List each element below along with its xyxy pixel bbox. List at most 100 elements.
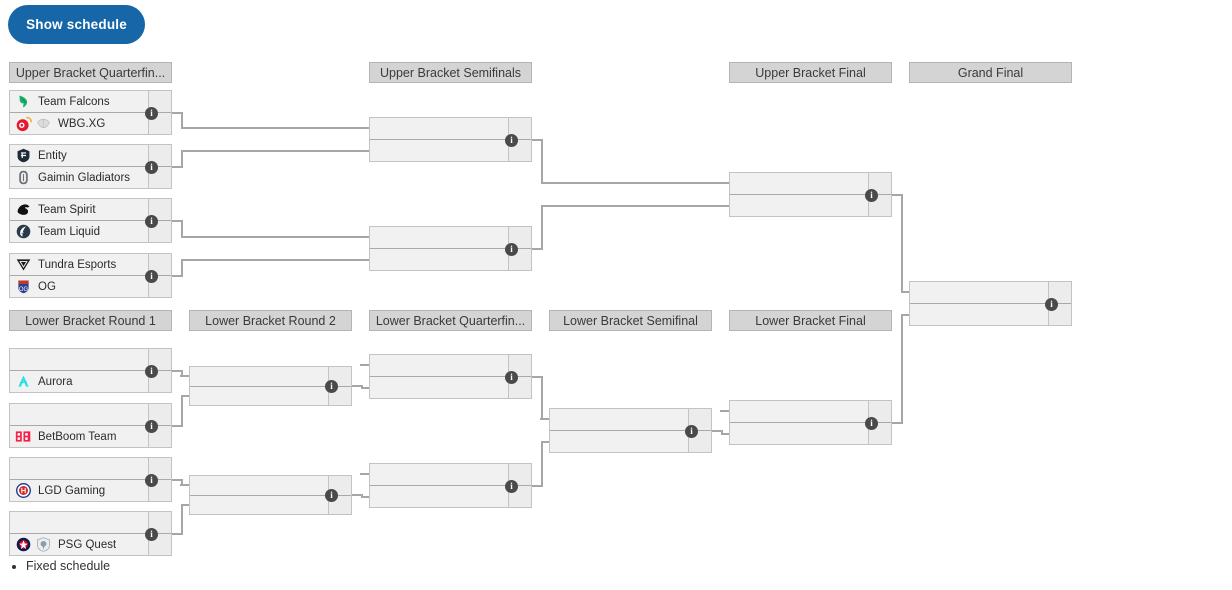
match-info-icon[interactable]: i <box>685 424 698 438</box>
conn-final-gf-in-bottom <box>901 313 909 316</box>
team-logos: OG <box>15 278 32 295</box>
conn-lbqf-lbsf-vert-top <box>541 375 543 421</box>
team-logos <box>15 147 32 164</box>
team-spirit-logo <box>15 201 32 218</box>
match-info-icon[interactable]: i <box>145 214 158 228</box>
lgd-gaming-logo <box>15 482 32 499</box>
conn-ub-drop-lbsf <box>540 418 549 421</box>
team-name: BetBoom Team <box>38 430 117 443</box>
match-info-icon[interactable]: i <box>145 106 158 120</box>
match-info-icon[interactable]: i <box>145 269 158 283</box>
conn-ubsf-ubf-in-top <box>541 182 729 185</box>
match-lbf[interactable]: i <box>729 400 892 445</box>
conn-ubqf12-ubsf1-in-top <box>181 127 369 130</box>
team-logos <box>15 482 32 499</box>
match-info-icon[interactable]: i <box>325 489 338 502</box>
conn-final-gf-stub-top <box>892 193 902 196</box>
round-header-lb-sf: Lower Bracket Semifinal <box>549 310 712 331</box>
conn-lbr1cd-lbr2b-stub-top <box>172 478 182 481</box>
team-name: WBG.XG <box>58 117 106 130</box>
note-item: Fixed schedule <box>26 556 110 576</box>
match-info-icon[interactable]: i <box>145 364 158 378</box>
weibo-logo <box>15 115 32 132</box>
conn-lbr2a-lbqfa-horz <box>361 386 369 389</box>
conn-lbqf-lbsf-in-bottom <box>541 440 549 443</box>
team-logos <box>15 536 52 553</box>
team-name: Gaimin Gladiators <box>38 171 131 184</box>
note-list: Fixed schedule <box>8 556 110 576</box>
match-gf[interactable]: i <box>909 281 1072 326</box>
conn-lbqf-lbsf-vert-bottom <box>541 440 543 487</box>
opponent: Tundra Esports <box>10 256 148 273</box>
conn-ubqf34-ubsf2-in-bottom <box>181 258 369 261</box>
match-lbqfb[interactable]: i <box>369 463 532 508</box>
match-info-icon[interactable]: i <box>865 188 878 202</box>
conn-stub-lbr2b-top <box>180 484 189 486</box>
conn-ubqf12-ubsf1-vert-bottom <box>181 149 183 168</box>
svg-text:OG: OG <box>19 287 29 293</box>
opponent: Aurora <box>10 373 148 390</box>
match-lbqfa[interactable]: i <box>369 354 532 399</box>
conn-ubqf12-ubsf1-in-bottom <box>181 149 369 152</box>
quest-logo <box>35 536 52 553</box>
match-info-icon[interactable]: i <box>145 160 158 174</box>
conn-lbsf-lbf-stub <box>712 429 722 432</box>
match-info-icon[interactable]: i <box>505 479 518 493</box>
conn-ubqf12-ubsf1-vert-top <box>181 111 183 130</box>
conn-final-gf-stub-bottom <box>892 421 902 424</box>
match-lbr1b[interactable]: BetBoom Team i <box>9 403 172 448</box>
match-ubsf1[interactable]: i <box>369 117 532 162</box>
match-info-icon[interactable]: i <box>145 419 158 433</box>
round-header-ub-sf: Upper Bracket Semifinals <box>369 62 532 83</box>
conn-lbr1cd-lbr2b-stub-bottom <box>172 532 182 535</box>
opponent: Entity <box>10 147 148 164</box>
conn-lbr2a-lbqfa-stub <box>352 385 362 387</box>
falcons-logo <box>15 93 32 110</box>
conn-lbr2b-lbqfb-horz <box>361 495 369 498</box>
match-info-icon[interactable]: i <box>145 473 158 487</box>
match-lbr1d[interactable]: PSG Quest i <box>9 511 172 556</box>
conn-lbqf-lbsf-stub-bottom <box>532 484 542 487</box>
round-header-gf: Grand Final <box>909 62 1072 83</box>
conn-ubsf-ubf-vert-bottom <box>541 204 543 250</box>
match-lbr2b[interactable]: i <box>189 475 352 515</box>
gaimin-gladiators-logo <box>15 169 32 186</box>
conn-ubqf12-ubsf1-stub-top <box>172 111 182 114</box>
match-info-icon[interactable]: i <box>865 416 878 430</box>
opponent: Team Spirit <box>10 201 148 218</box>
team-name: Team Falcons <box>38 95 110 108</box>
match-info-icon[interactable]: i <box>1045 297 1058 311</box>
match-lbsf[interactable]: i <box>549 408 712 453</box>
tundra-esports-logo <box>15 256 32 273</box>
conn-lbr1ab-lbr2a-vert-top <box>181 369 183 377</box>
opponent: LGD Gaming <box>10 482 148 499</box>
match-info-icon[interactable]: i <box>505 133 518 147</box>
round-header-ub-qf: Upper Bracket Quarterfin... <box>9 62 172 83</box>
round-header-lb-r1: Lower Bracket Round 1 <box>9 310 172 331</box>
match-info-icon[interactable]: i <box>325 380 338 393</box>
conn-final-gf-vert-top <box>901 193 903 294</box>
show-schedule-button[interactable]: Show schedule <box>8 5 145 44</box>
team-logos <box>15 115 52 132</box>
og-logo: OG <box>15 278 32 295</box>
match-ubsf2[interactable]: i <box>369 226 532 271</box>
match-info-icon[interactable]: i <box>505 370 518 384</box>
team-logos <box>15 428 32 445</box>
conn-final-gf-vert-bottom <box>901 313 903 424</box>
match-info-icon[interactable]: i <box>505 242 518 256</box>
conn-ubsf-ubf-vert-top <box>541 138 543 185</box>
match-info-icon[interactable]: i <box>145 527 158 541</box>
match-ubf[interactable]: i <box>729 172 892 217</box>
team-name: PSG Quest <box>58 538 117 551</box>
round-header-lb-r2: Lower Bracket Round 2 <box>189 310 352 331</box>
opponent: BetBoom Team <box>10 428 148 445</box>
round-header-lb-f: Lower Bracket Final <box>729 310 892 331</box>
match-lbr2a[interactable]: i <box>189 366 352 406</box>
